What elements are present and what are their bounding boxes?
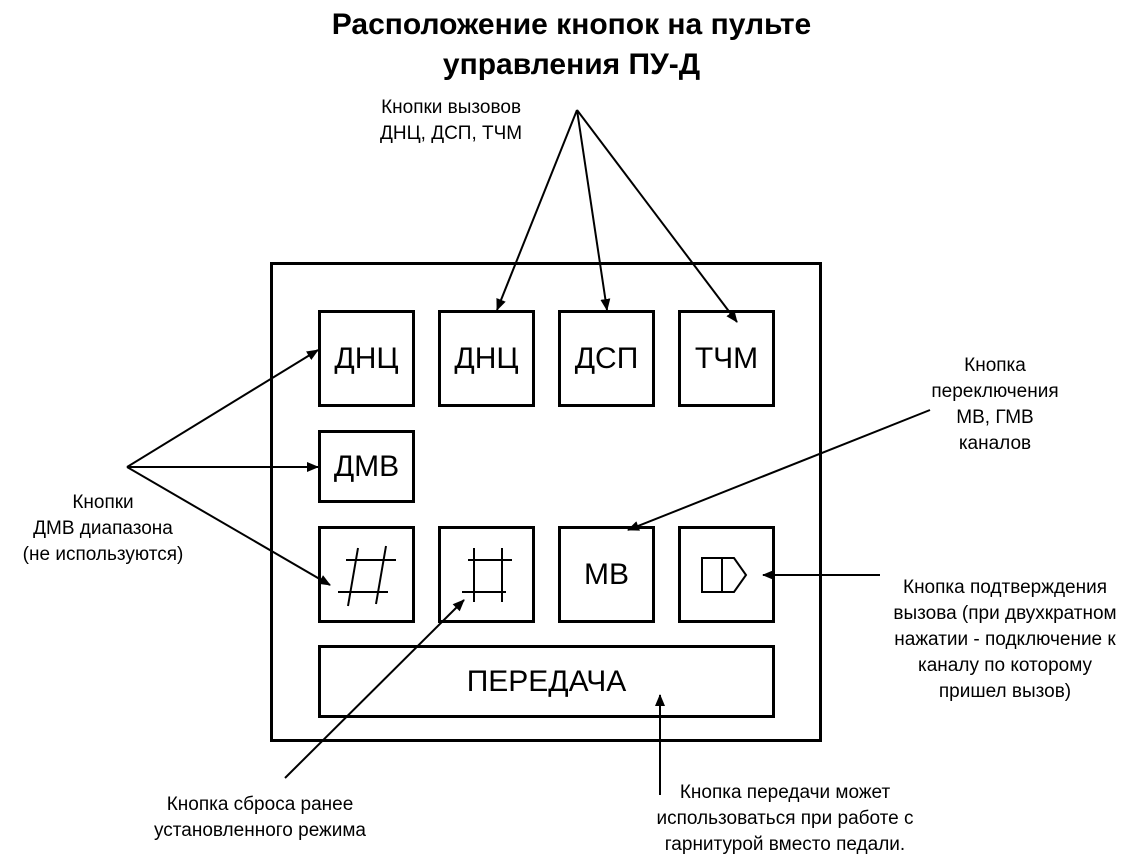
reset-button[interactable] [438, 526, 535, 623]
dmv-buttons-label-line: ДМВ диапазона [33, 518, 173, 539]
dmv-buttons-label-line: Кнопки [72, 492, 134, 513]
transmit-button-label: Кнопка передачи может использоваться при… [640, 780, 930, 858]
dmv-buttons-label: Кнопки ДМВ диапазона (не используются) [8, 490, 198, 568]
dsp-button[interactable]: ДСП [558, 310, 655, 407]
dmv-button[interactable]: ДМВ [318, 430, 415, 503]
dmv-button-label: ДМВ [333, 449, 400, 483]
title-line-1: Расположение кнопок на пульте [331, 8, 812, 41]
transmit-button[interactable]: ПЕРЕДАЧА [318, 645, 775, 718]
confirm-call-button[interactable] [678, 526, 775, 623]
transmit-button-label-line: гарнитурой вместо педали. [664, 834, 906, 855]
reset-mode-button[interactable] [318, 526, 415, 623]
dmv-buttons-label-line: (не используются) [22, 544, 184, 565]
switch-button-label-line: Кнопка [964, 355, 1026, 376]
confirm-button-label: Кнопка подтверждения вызова (при двухкра… [870, 575, 1140, 705]
mv-button-label: МВ [584, 557, 629, 591]
square-grid-icon [461, 547, 512, 602]
speaker-play-icon [700, 556, 747, 593]
dnc-button-2[interactable]: ДНЦ [438, 310, 535, 407]
confirm-button-label-line: нажатии - подключение к [894, 629, 1116, 650]
call-buttons-label-line: ДНЦ, ДСП, ТЧМ [380, 123, 523, 144]
dnc-button-1[interactable]: ДНЦ [318, 310, 415, 407]
mv-button[interactable]: МВ [558, 526, 655, 623]
confirm-button-label-line: вызова (при двухкратном [893, 603, 1117, 624]
switch-button-label-line: МВ, ГМВ [956, 407, 1034, 428]
reset-button-label-line: установленного режима [154, 820, 366, 841]
switch-button-label-line: переключения [931, 381, 1059, 402]
confirm-button-label-line: Кнопка подтверждения [903, 577, 1107, 598]
switch-button-label: Кнопка переключения МВ, ГМВ каналов [920, 353, 1070, 457]
transmit-button-label-line: использоваться при работе с [656, 808, 914, 829]
dnc-button-1-label: ДНЦ [334, 341, 399, 375]
reset-button-label: Кнопка сброса ранее установленного режим… [135, 792, 385, 844]
tchm-button-label: ТЧМ [694, 341, 759, 375]
dnc-button-2-label: ДНЦ [454, 341, 519, 375]
transmit-button-label-line: Кнопка передачи может [679, 782, 891, 803]
tchm-button[interactable]: ТЧМ [678, 310, 775, 407]
confirm-button-label-line: каналу по которому [918, 655, 1092, 676]
reset-button-label-line: Кнопка сброса ранее [166, 794, 354, 815]
page-title: Расположение кнопок на пульте управления… [0, 5, 1143, 85]
confirm-button-label-line: пришел вызов) [938, 681, 1072, 702]
switch-button-label-line: каналов [958, 433, 1032, 454]
parallelogram-grid-icon [337, 545, 396, 606]
dsp-button-label: ДСП [574, 341, 639, 375]
call-buttons-label-line: Кнопки вызовов [381, 97, 522, 118]
transmit-button-label-text: ПЕРЕДАЧА [466, 664, 627, 698]
call-buttons-label: Кнопки вызовов ДНЦ, ДСП, ТЧМ [380, 95, 522, 147]
title-line-2: управления ПУ-Д [442, 48, 701, 81]
